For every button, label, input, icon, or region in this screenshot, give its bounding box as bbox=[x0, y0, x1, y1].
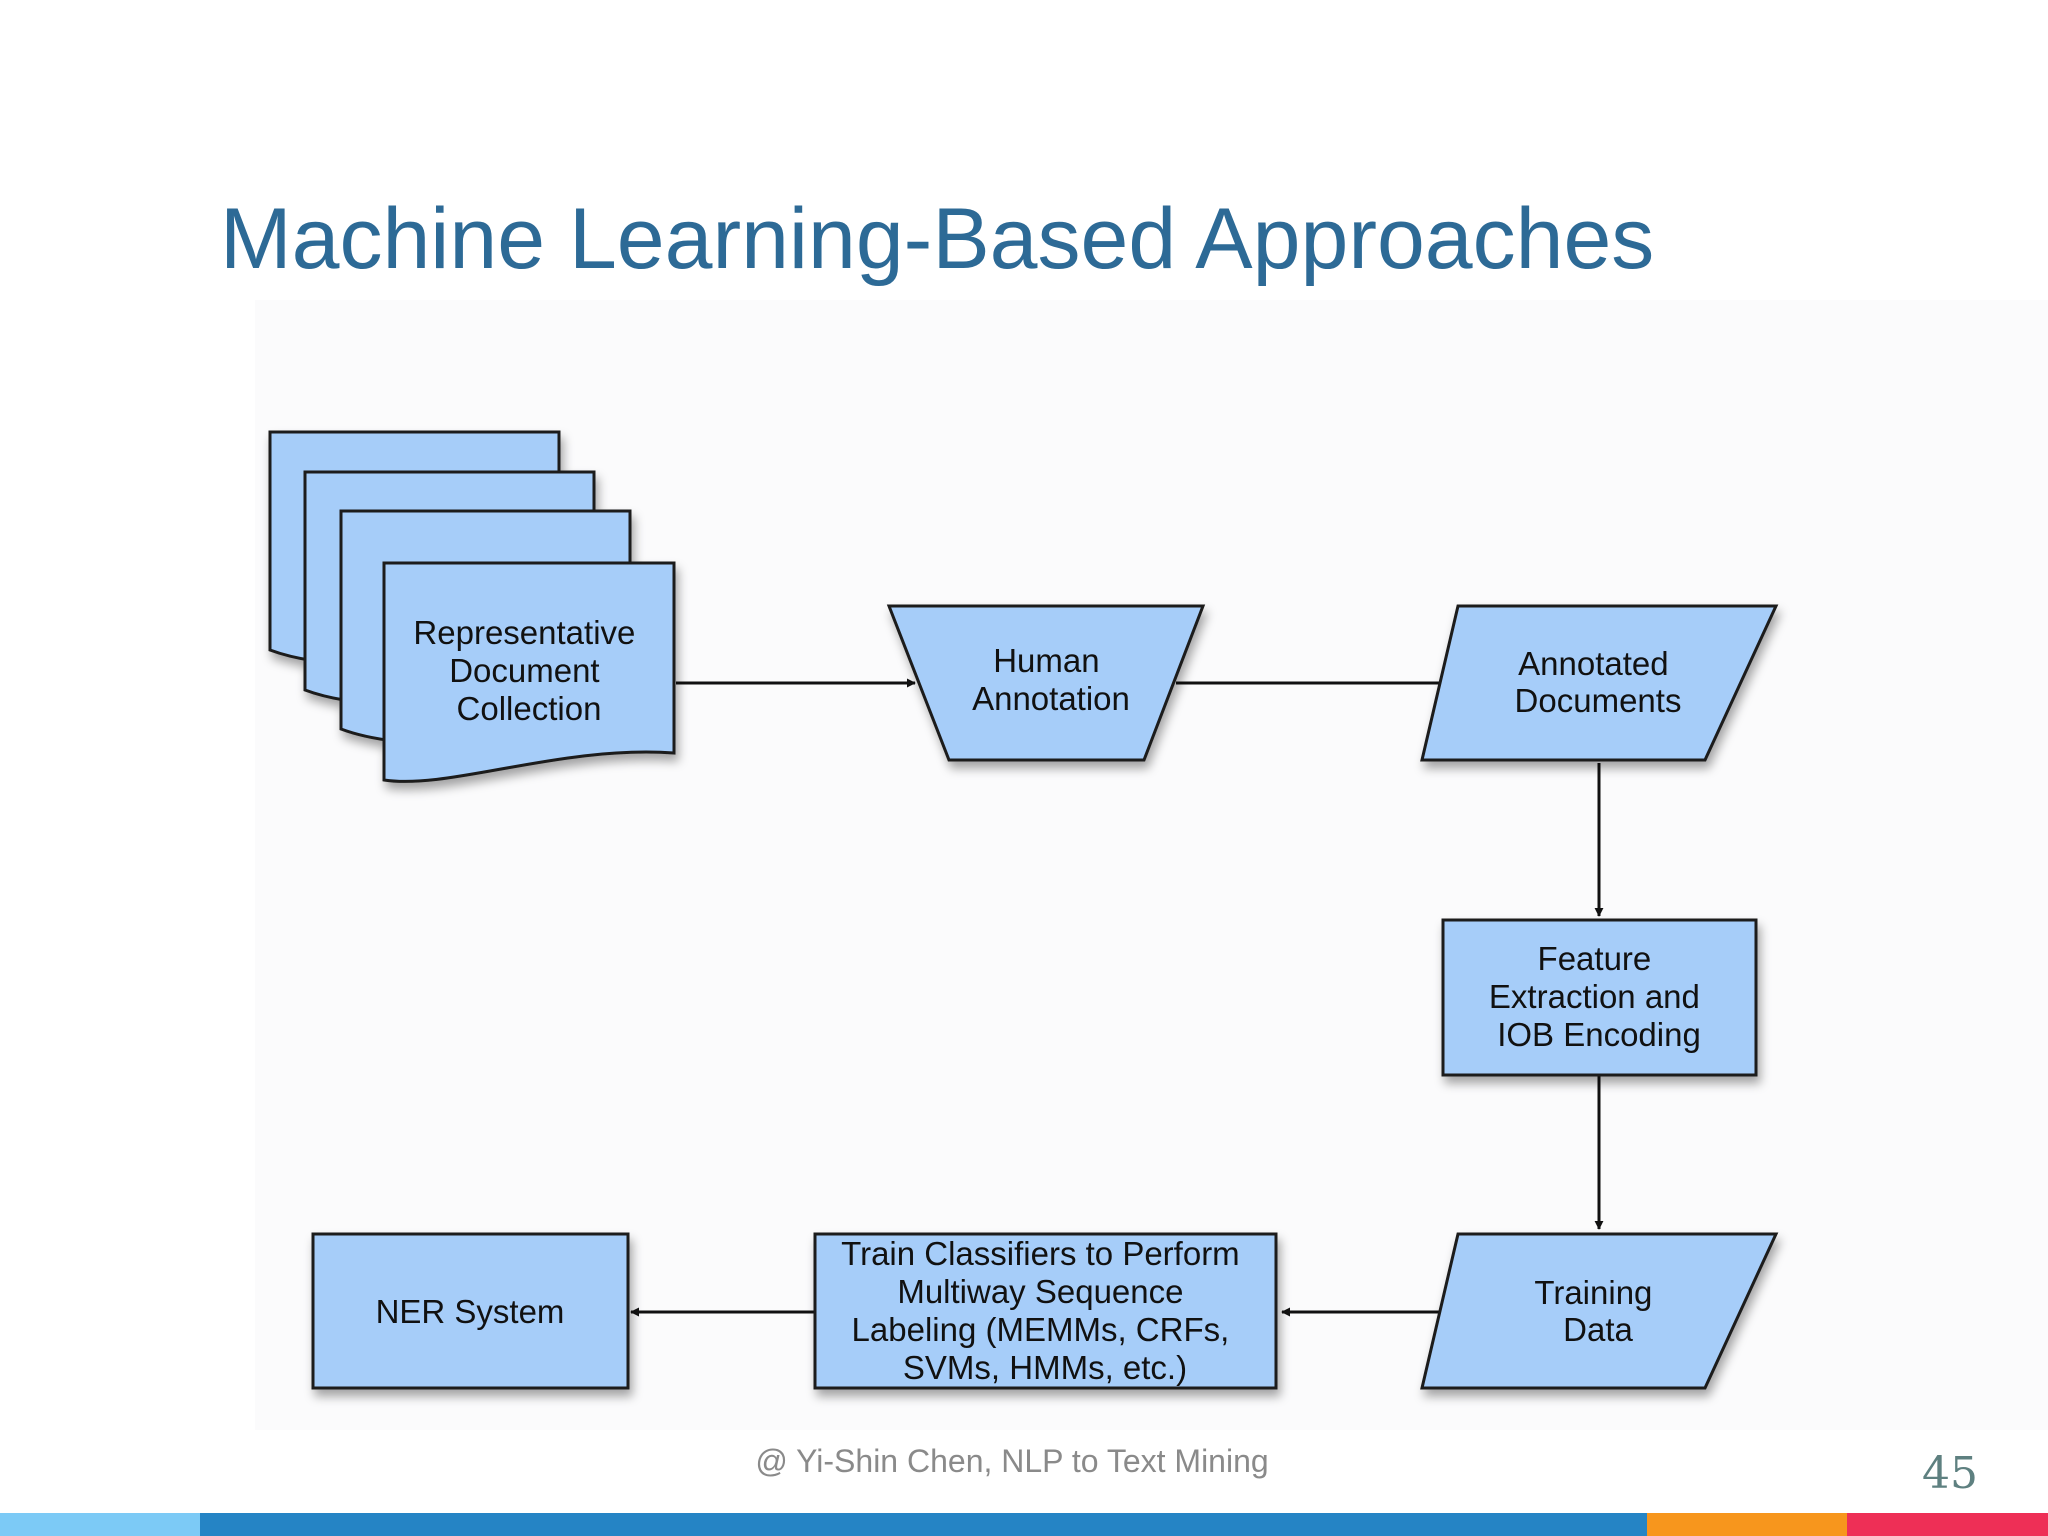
page-number: 45 bbox=[1922, 1448, 1978, 1499]
footer-text: @ Yi-Shin Chen, NLP to Text Mining bbox=[755, 1443, 1269, 1479]
feature-extraction-node bbox=[1441, 918, 1758, 1077]
connectors bbox=[630, 678, 1604, 1317]
slide-title: Machine Learning-Based Approaches bbox=[220, 191, 1655, 287]
feature-extraction-label: Feature Extraction and IOB Encoding bbox=[1489, 940, 1709, 1053]
annotated-documents-label: Annotated Documents bbox=[1515, 645, 1682, 719]
train-classifiers-node bbox=[813, 1232, 1278, 1390]
footer-bar-red bbox=[1847, 1513, 2048, 1536]
ner-system-node bbox=[311, 1232, 630, 1390]
training-data-label: Training Data bbox=[1534, 1274, 1661, 1348]
footer-bar-blue bbox=[200, 1513, 1647, 1536]
annotated-documents-node bbox=[1420, 604, 1779, 762]
document-stack-sheet bbox=[382, 561, 676, 783]
ner-system-label: NER System bbox=[376, 1293, 565, 1330]
footer-bar-light-blue bbox=[0, 1513, 200, 1536]
slide-footer: @ Yi-Shin Chen, NLP to Text Mining bbox=[0, 1443, 2048, 1480]
train-classifiers-label: Train Classifiers to Perform Multiway Se… bbox=[841, 1235, 1249, 1386]
document-collection-node bbox=[268, 430, 676, 783]
footer-bar-orange bbox=[1647, 1513, 1847, 1536]
training-data-node bbox=[1420, 1232, 1779, 1390]
human-annotation-label: Human Annotation bbox=[972, 642, 1130, 717]
document-collection-label: Representative Document Collection bbox=[413, 614, 644, 727]
human-annotation-node bbox=[886, 604, 1206, 762]
